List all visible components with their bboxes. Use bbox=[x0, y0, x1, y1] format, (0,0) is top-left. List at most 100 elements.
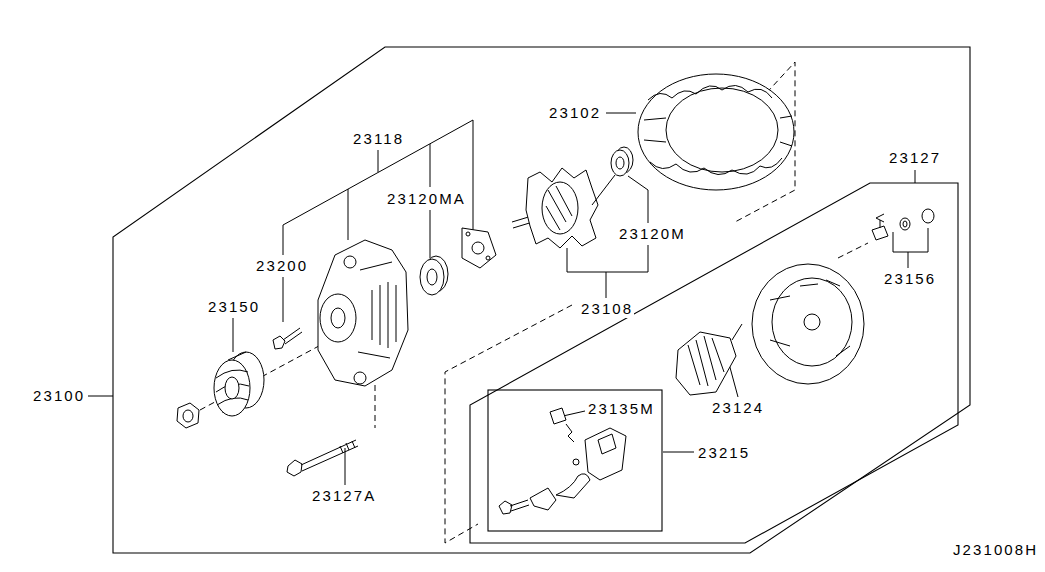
leader-lines bbox=[628, 176, 648, 223]
callout-number: 23124 bbox=[711, 399, 765, 417]
through-bolt bbox=[340, 441, 355, 453]
leader-lines bbox=[915, 170, 916, 183]
brush-holder bbox=[550, 408, 566, 424]
bearings-plate bbox=[462, 228, 496, 268]
front-housing bbox=[354, 372, 366, 384]
leader-lines bbox=[345, 448, 346, 485]
callout-number: 23120MA bbox=[386, 190, 467, 208]
rear-cover bbox=[922, 209, 934, 223]
bearings-plate bbox=[466, 232, 470, 236]
brush-holder bbox=[499, 501, 512, 514]
brush-holder bbox=[499, 408, 626, 514]
callout-number: 23118 bbox=[352, 130, 405, 148]
dashed-guides bbox=[200, 62, 868, 543]
leader-lines bbox=[430, 144, 431, 187]
rear-cover bbox=[770, 280, 850, 356]
drawing-id: J231008H bbox=[952, 541, 1039, 559]
brush-holder bbox=[585, 428, 626, 480]
leader-lines bbox=[908, 252, 909, 268]
front-housing bbox=[283, 328, 302, 344]
rear-cover bbox=[752, 264, 864, 384]
leader-lines bbox=[430, 210, 431, 258]
dashed-guides bbox=[375, 385, 376, 428]
leader-lines bbox=[567, 245, 648, 272]
callout-number: 23200 bbox=[255, 257, 309, 275]
dashed-guides bbox=[838, 243, 868, 258]
callout-number: 23127 bbox=[888, 149, 942, 167]
callout-number: 23135M bbox=[587, 400, 656, 418]
rear-cover bbox=[872, 214, 888, 240]
leader-lines bbox=[606, 272, 607, 298]
front-housing bbox=[318, 240, 408, 386]
leader-lines bbox=[663, 452, 694, 453]
pulley-nut bbox=[216, 370, 249, 405]
pulley-nut bbox=[214, 360, 250, 416]
rear-cover bbox=[900, 218, 910, 230]
dashed-guides bbox=[445, 305, 572, 543]
stator bbox=[648, 85, 772, 100]
callout-number: 23215 bbox=[697, 444, 751, 462]
callout-number: 23150 bbox=[207, 298, 261, 316]
callout-number: 23108 bbox=[580, 300, 634, 318]
brush-holder bbox=[566, 424, 574, 442]
brush-holder bbox=[530, 488, 556, 510]
rear-cover bbox=[903, 221, 907, 227]
outline-frames bbox=[113, 47, 970, 553]
regulator bbox=[676, 324, 742, 395]
leader-lines bbox=[233, 318, 234, 352]
pulley-nut bbox=[225, 377, 239, 399]
front-housing bbox=[273, 336, 285, 349]
leader-lines bbox=[563, 411, 585, 416]
pulley-nut bbox=[177, 403, 199, 428]
leader-lines bbox=[283, 225, 284, 255]
rotor bbox=[592, 175, 615, 205]
callout-number: 23102 bbox=[548, 104, 602, 122]
leader-lines bbox=[378, 150, 379, 172]
bearings-plate bbox=[420, 259, 444, 295]
callout-number: 23127A bbox=[311, 487, 377, 505]
callout-number: 23156 bbox=[883, 270, 937, 288]
brush-holder bbox=[556, 474, 590, 498]
outline-frames bbox=[113, 47, 970, 553]
rotor bbox=[526, 168, 598, 248]
pulley-nut bbox=[177, 352, 264, 428]
leader-lines bbox=[283, 277, 284, 322]
bearings-plate bbox=[420, 147, 633, 295]
front-housing bbox=[320, 294, 356, 342]
stator bbox=[644, 116, 792, 146]
pulley-nut bbox=[183, 410, 193, 422]
regulator bbox=[688, 336, 724, 386]
callout-number: 23120M bbox=[618, 225, 687, 243]
leader-lines bbox=[88, 396, 113, 397]
leader-lines bbox=[348, 189, 349, 240]
rotor bbox=[546, 186, 572, 230]
regulator bbox=[676, 332, 736, 395]
bearings-plate bbox=[611, 150, 629, 176]
through-bolt bbox=[287, 440, 358, 476]
leader-lines bbox=[893, 228, 928, 252]
through-bolt bbox=[287, 460, 302, 476]
leader-lines bbox=[88, 113, 928, 485]
leader-lines bbox=[606, 113, 636, 114]
brush-holder bbox=[573, 459, 579, 465]
rotor bbox=[542, 182, 578, 234]
brush-holder bbox=[598, 434, 616, 454]
front-housing bbox=[344, 256, 356, 268]
rear-cover bbox=[752, 209, 934, 384]
brush-holder bbox=[510, 500, 529, 511]
regulator bbox=[732, 324, 742, 340]
stator bbox=[638, 74, 794, 190]
front-housing bbox=[331, 308, 345, 328]
rotor bbox=[512, 168, 615, 248]
stator bbox=[650, 158, 782, 175]
callout-number: 23100 bbox=[32, 387, 86, 405]
bearings-plate bbox=[427, 269, 437, 285]
bearings-plate bbox=[472, 242, 484, 254]
bearings-plate bbox=[486, 256, 490, 260]
bearings-plate bbox=[616, 157, 624, 169]
stator bbox=[666, 88, 778, 172]
through-bolt bbox=[301, 440, 358, 471]
front-housing bbox=[358, 262, 396, 358]
rear-cover bbox=[804, 314, 820, 330]
